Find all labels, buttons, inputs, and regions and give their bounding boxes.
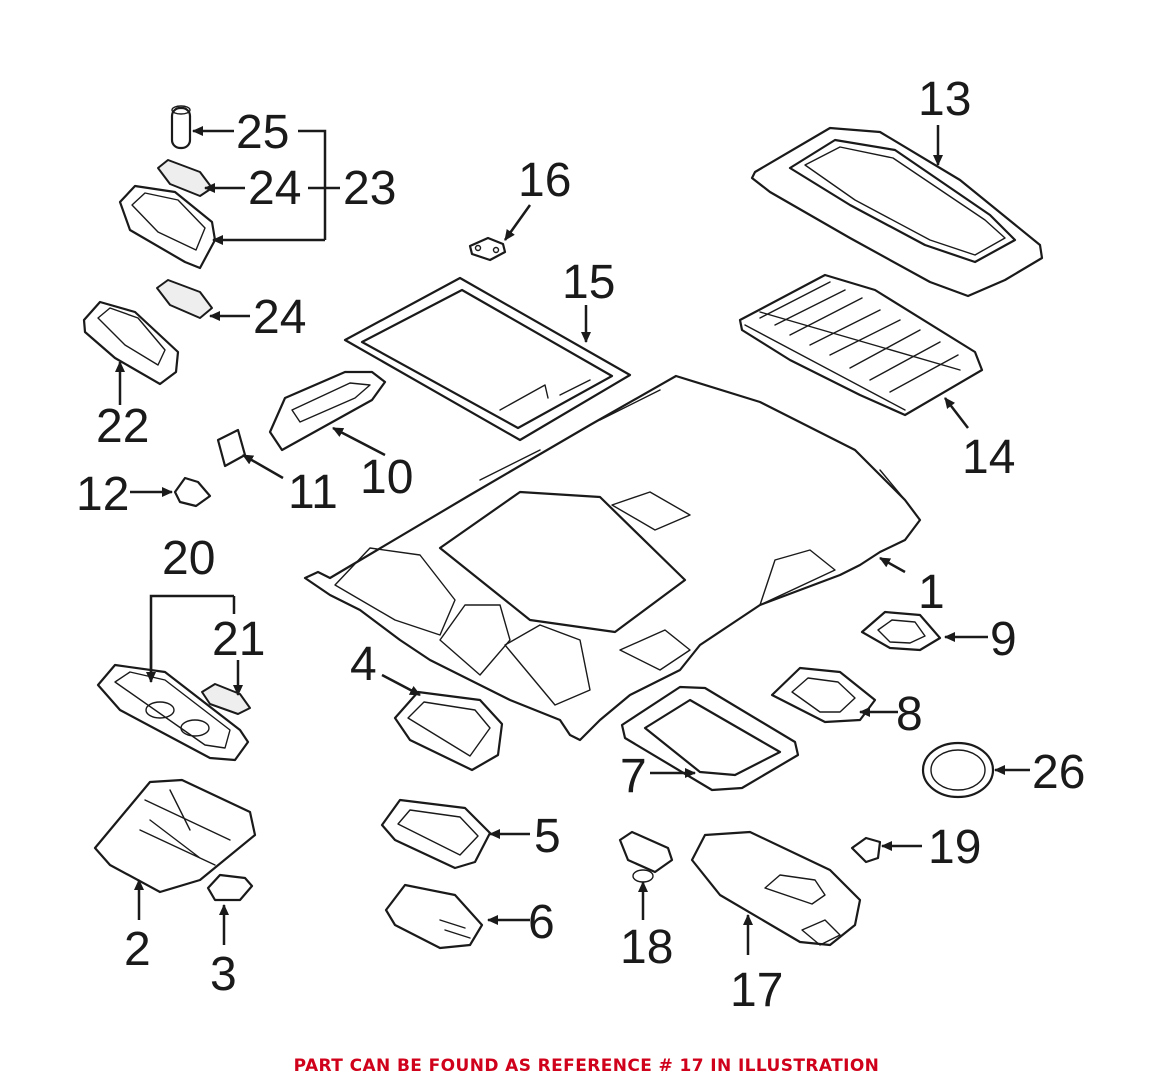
label-14: 14: [962, 431, 1015, 484]
label-20: 20: [162, 532, 215, 585]
part-3-lamp[interactable]: [206, 873, 254, 902]
part-21-lens[interactable]: [201, 683, 251, 715]
part-25-bulb[interactable]: [170, 105, 192, 150]
label-10: 10: [360, 451, 413, 504]
part-2-console-base[interactable]: [93, 778, 257, 894]
part-6-bracket[interactable]: [384, 883, 484, 950]
label-24-lower: 24: [253, 291, 306, 344]
part-26-seal-ring[interactable]: [921, 741, 995, 799]
part-17-sun-visor[interactable]: [690, 830, 862, 947]
label-17: 17: [730, 964, 783, 1017]
label-8: 8: [896, 688, 923, 741]
label-24-upper: 24: [248, 162, 301, 215]
part-10-grab-handle[interactable]: [268, 370, 387, 452]
part-1-headliner[interactable]: [303, 374, 922, 742]
label-15: 15: [562, 256, 615, 309]
label-13: 13: [918, 73, 971, 126]
label-25: 25: [236, 106, 289, 159]
label-6: 6: [528, 896, 555, 949]
part-19-clip[interactable]: [850, 836, 882, 864]
label-23: 23: [343, 162, 396, 215]
label-7: 7: [620, 750, 647, 803]
label-16: 16: [518, 154, 571, 207]
part-16-clip[interactable]: [468, 236, 507, 262]
label-9: 9: [990, 613, 1017, 666]
part-7-sunroof-trim[interactable]: [620, 685, 800, 792]
label-12: 12: [76, 468, 129, 521]
label-3: 3: [210, 948, 237, 1001]
part-23-lamp-assembly[interactable]: [118, 184, 217, 270]
part-11-cap[interactable]: [216, 428, 247, 468]
part-14-sunshade[interactable]: [738, 273, 984, 417]
part-9-cover[interactable]: [860, 610, 942, 652]
label-26: 26: [1032, 746, 1085, 799]
part-8-trim[interactable]: [770, 666, 877, 724]
leader-lines: [115, 125, 1030, 955]
label-5: 5: [534, 810, 561, 863]
label-2: 2: [124, 923, 151, 976]
part-5-mirror-frame[interactable]: [380, 798, 492, 870]
label-22: 22: [96, 400, 149, 453]
label-1: 1: [918, 566, 945, 619]
label-11: 11: [288, 466, 338, 519]
part-4-mirror-frame[interactable]: [393, 690, 504, 772]
part-15-sunroof-seal[interactable]: [343, 276, 632, 442]
part-18-visor-bracket[interactable]: [618, 830, 674, 883]
label-21: 21: [212, 613, 265, 666]
label-19: 19: [928, 821, 981, 874]
label-18: 18: [620, 921, 673, 974]
callout-labels: 1 2 3 4 5 6 7 8 9 10 11 12 13 14 15 16 1…: [76, 73, 1085, 1017]
part-12-clip[interactable]: [173, 476, 212, 508]
reference-note: PART CAN BE FOUND AS REFERENCE # 17 IN I…: [293, 1056, 880, 1076]
label-4: 4: [350, 638, 377, 691]
part-24-lens-lower[interactable]: [156, 279, 213, 319]
part-13-sunroof-frame[interactable]: [750, 126, 1044, 298]
part-20-console[interactable]: [96, 663, 250, 762]
part-22-lamp[interactable]: [82, 300, 180, 386]
